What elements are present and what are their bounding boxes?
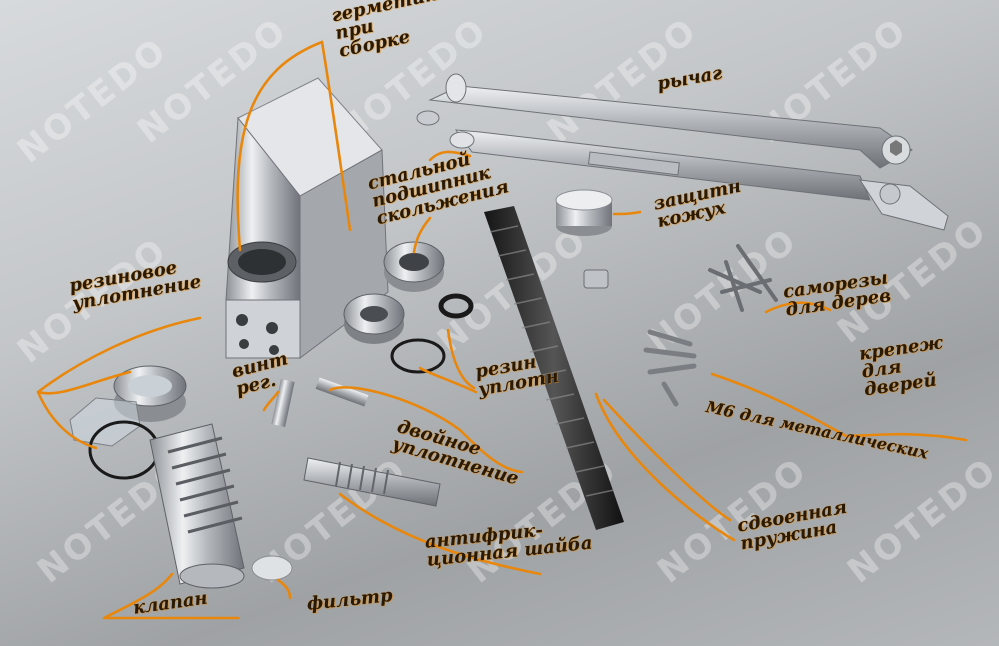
protective-cap xyxy=(555,189,613,236)
o-ring xyxy=(390,338,446,374)
wood-screws xyxy=(708,244,778,312)
adjustable-arm xyxy=(449,129,949,231)
filter-disc xyxy=(251,555,293,581)
steel-bearing xyxy=(383,241,445,292)
adjustment-screws xyxy=(271,377,369,427)
gear-shaft xyxy=(303,457,441,507)
o-ring xyxy=(438,293,474,319)
label-door-fasteners: крепеж для дверей xyxy=(857,332,945,401)
annotation-arrows xyxy=(36,40,968,620)
metal-screws xyxy=(643,329,697,407)
double-spring xyxy=(484,206,624,530)
small-nut xyxy=(583,269,609,289)
bushing xyxy=(343,293,405,344)
lever-arm xyxy=(416,73,913,169)
piston xyxy=(149,423,245,589)
